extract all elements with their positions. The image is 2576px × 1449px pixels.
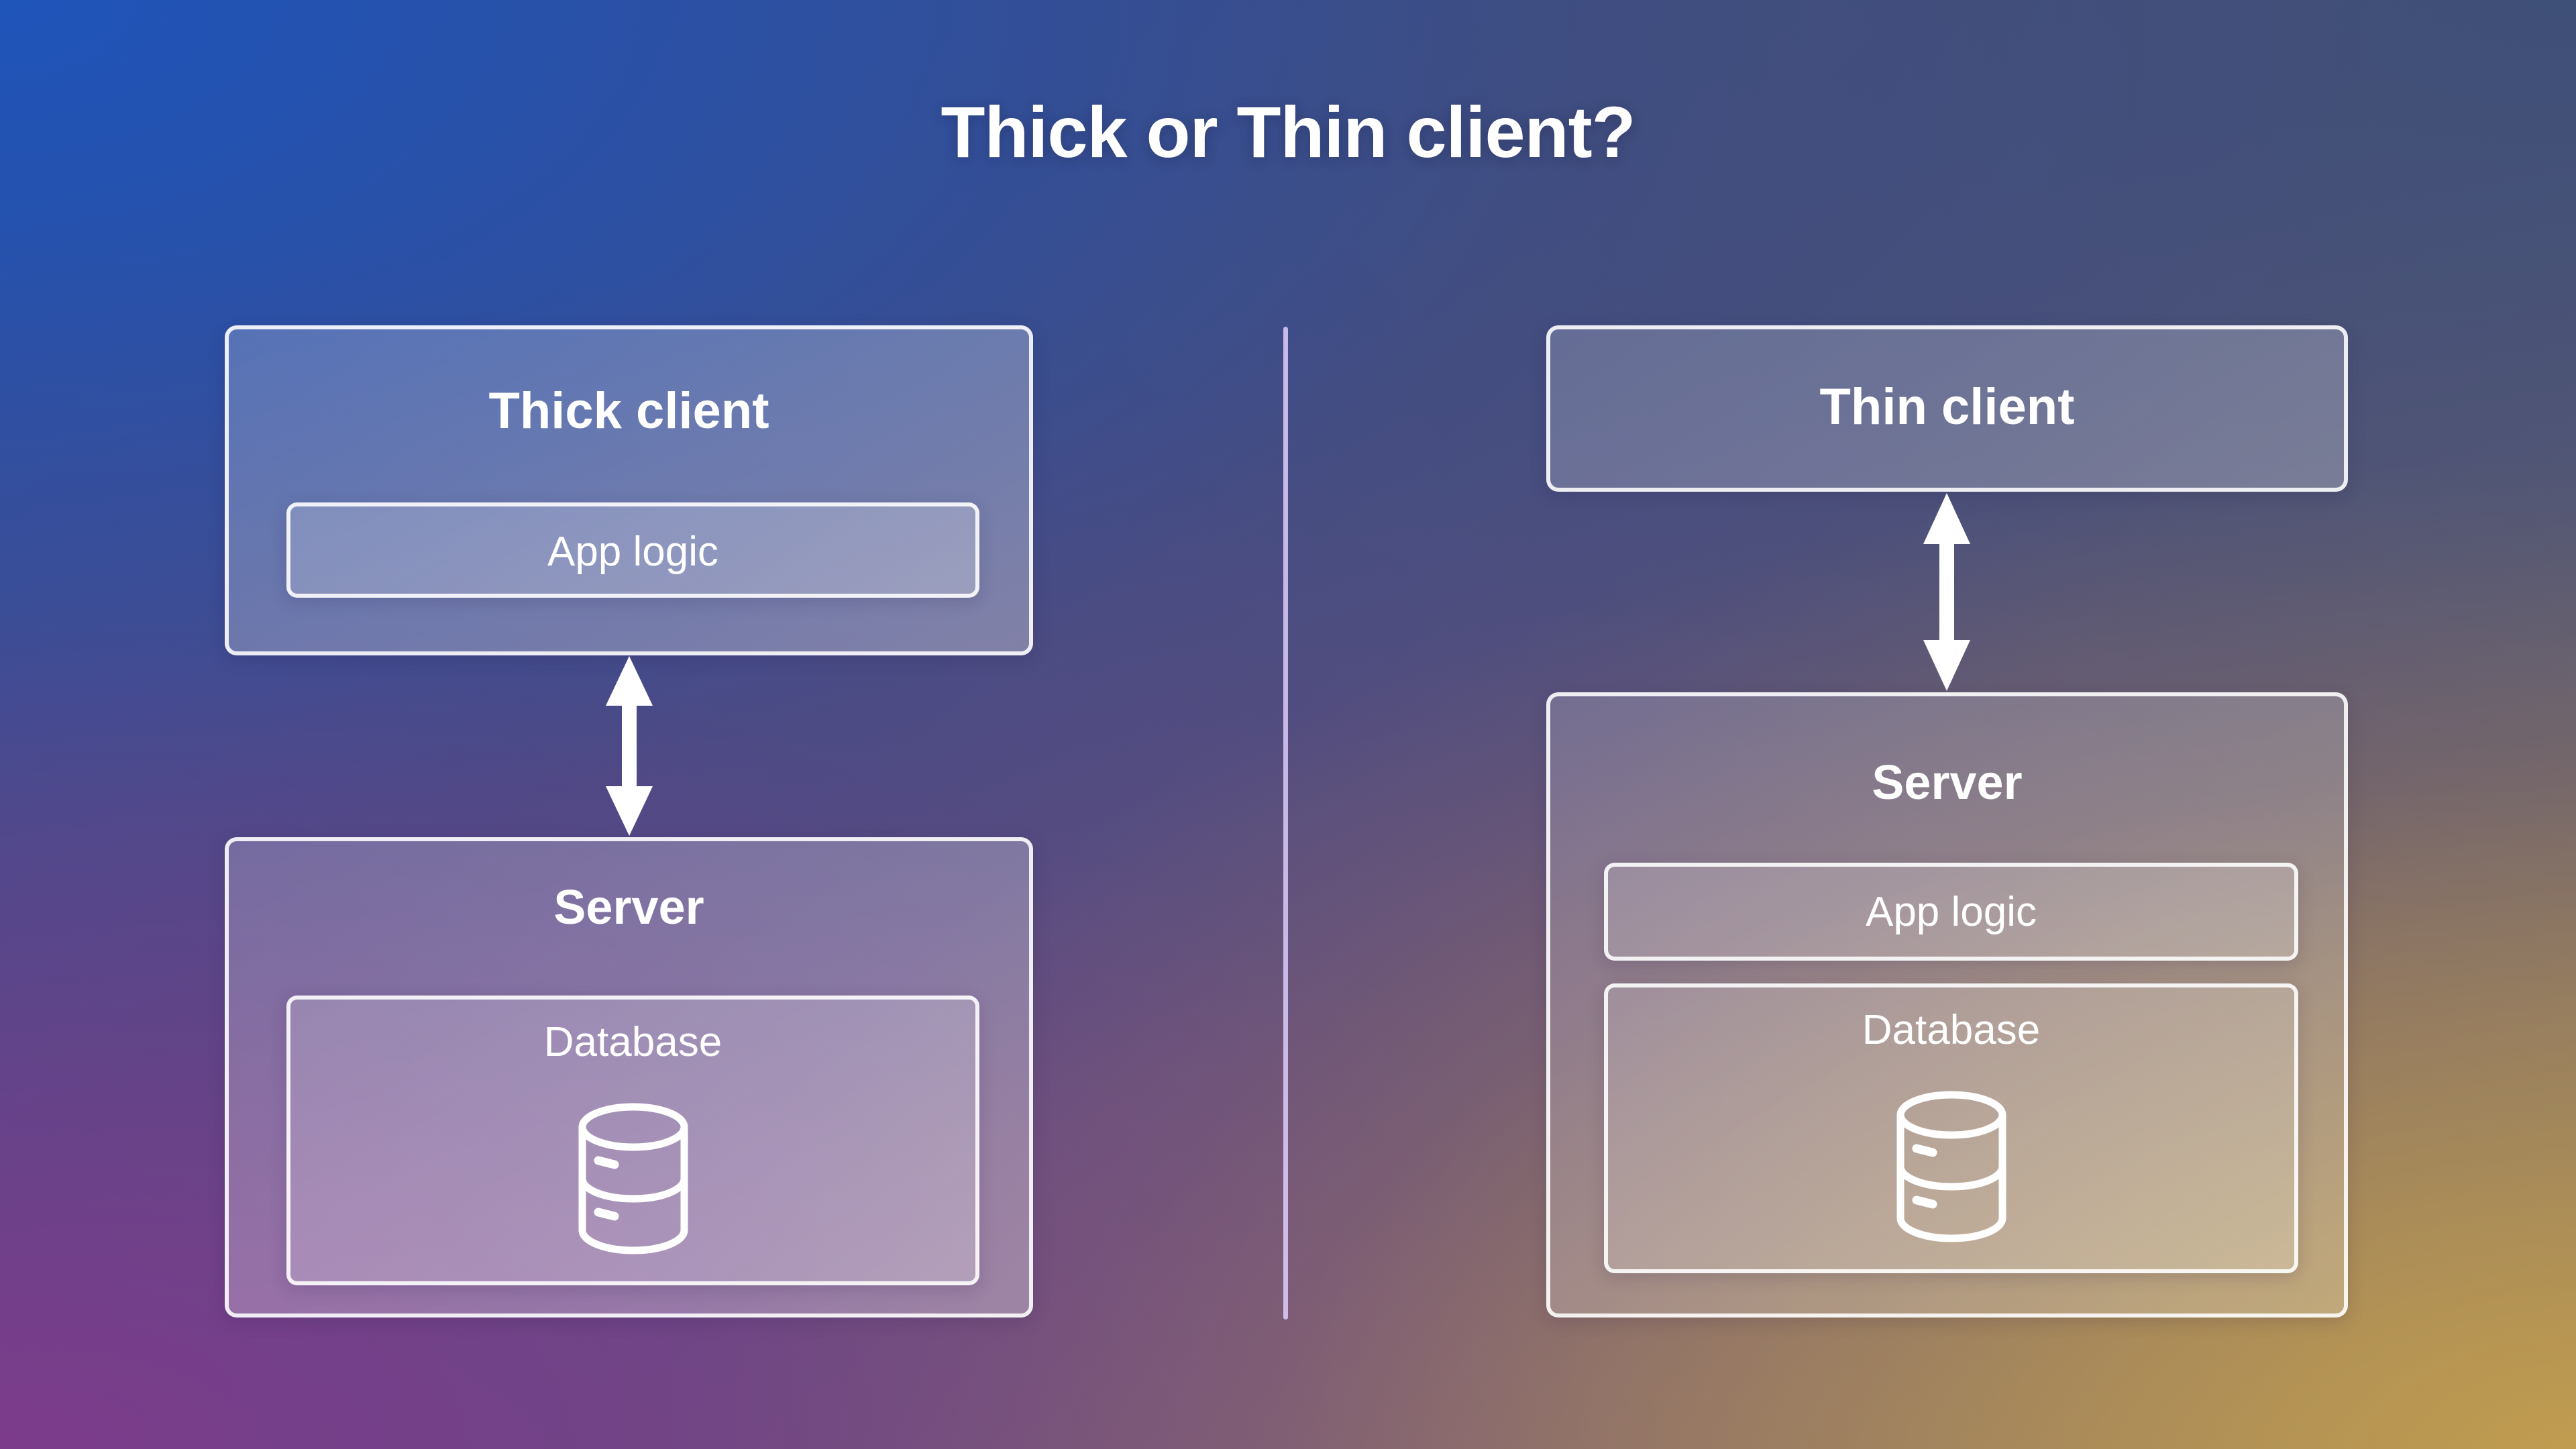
thin-client-label: Thin client [1819,378,2075,435]
right-server-database-panel[interactable]: Database [1604,983,2298,1273]
database-cylinder-icon [1884,1089,2019,1244]
vertical-divider [1283,327,1288,1320]
thick-client-app-logic-label: App logic [547,529,719,575]
right-server-panel[interactable]: Server App logic Database [1546,692,2348,1318]
right-server-app-logic-panel[interactable]: App logic [1604,863,2298,961]
page-title: Thick or Thin client? [941,91,1635,172]
thick-client-label: Thick client [488,382,769,439]
thick-client-app-logic-panel[interactable]: App logic [286,502,979,598]
left-server-panel[interactable]: Server Database [225,837,1033,1318]
thin-client-panel[interactable]: Thin client [1546,325,2348,492]
database-cylinder-icon [566,1102,700,1256]
right-server-database-label: Database [1862,1007,2041,1053]
left-server-database-panel[interactable]: Database [286,996,979,1285]
thick-client-panel[interactable]: Thick client App logic [225,325,1033,655]
right-server-label: Server [1872,756,2023,810]
right-double-headed-arrow-icon [1921,493,1973,691]
left-server-database-label: Database [543,1019,722,1065]
left-double-headed-arrow-icon [603,656,655,836]
right-server-app-logic-label: App logic [1865,889,2037,935]
left-server-label: Server [553,881,704,934]
